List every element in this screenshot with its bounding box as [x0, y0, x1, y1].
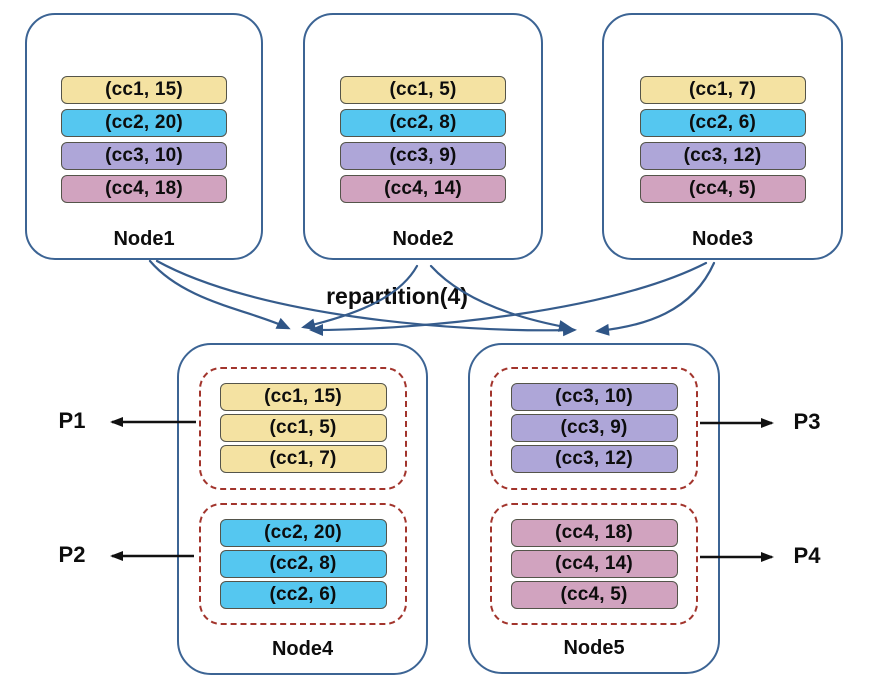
kv-pill: (cc2, 20) — [61, 109, 227, 137]
kv-pill: (cc4, 18) — [510, 519, 678, 547]
partition-label-p4: P4 — [793, 543, 821, 568]
partition-label-p1: P1 — [58, 408, 86, 433]
kv-pill: (cc2, 6) — [639, 109, 806, 137]
node-label: Node5 — [563, 637, 625, 659]
partition-label-p2: P2 — [58, 542, 86, 567]
node-box-node3: (cc1, 7) (cc2, 6) (cc3, 12) (cc4, 5) Nod… — [602, 13, 843, 260]
kv-pill: (cc2, 8) — [219, 550, 387, 578]
node-box-node4: (cc1, 15) (cc1, 5) (cc1, 7) (cc2, 20) (c… — [177, 343, 428, 675]
node-box-node1: (cc1, 15) (cc2, 20) (cc3, 10) (cc4, 18) … — [25, 13, 263, 260]
node-label: Node1 — [113, 228, 175, 250]
kv-pill: (cc3, 10) — [61, 142, 227, 170]
kv-pill: (cc4, 14) — [510, 550, 678, 578]
partition-group-p2: (cc2, 20) (cc2, 8) (cc2, 6) — [199, 503, 407, 625]
kv-pill: (cc2, 6) — [219, 581, 387, 609]
kv-pill: (cc4, 5) — [639, 175, 806, 203]
kv-pill: (cc3, 12) — [639, 142, 806, 170]
kv-pill: (cc2, 20) — [219, 519, 387, 547]
partition-group-p4: (cc4, 18) (cc4, 14) (cc4, 5) — [490, 503, 698, 625]
node-box-node2: (cc1, 5) (cc2, 8) (cc3, 9) (cc4, 14) Nod… — [303, 13, 543, 260]
kv-pill: (cc1, 7) — [639, 76, 806, 104]
arrow-node1-to-node4 — [148, 259, 291, 330]
node-label: Node4 — [271, 638, 334, 660]
partition-label-p3: P3 — [793, 409, 821, 434]
node3-rows: (cc1, 7) (cc2, 6) (cc3, 12) (cc4, 5) — [604, 76, 841, 203]
kv-pill: (cc3, 9) — [510, 414, 678, 442]
partition-group-p1: (cc1, 15) (cc1, 5) (cc1, 7) — [199, 367, 407, 490]
kv-pill: (cc1, 7) — [219, 445, 387, 473]
kv-pill: (cc3, 10) — [510, 383, 678, 411]
kv-pill: (cc1, 15) — [61, 76, 227, 104]
kv-pill: (cc4, 18) — [61, 175, 227, 203]
kv-pill: (cc3, 12) — [510, 445, 678, 473]
node-box-node5: (cc3, 10) (cc3, 9) (cc3, 12) (cc4, 18) (… — [468, 343, 720, 674]
arrow-node3-to-node5 — [595, 261, 716, 336]
kv-pill: (cc4, 5) — [510, 581, 678, 609]
node1-rows: (cc1, 15) (cc2, 20) (cc3, 10) (cc4, 18) — [27, 76, 261, 203]
operation-label: repartition(4) — [326, 283, 468, 309]
kv-pill: (cc2, 8) — [340, 109, 506, 137]
kv-pill: (cc1, 5) — [219, 414, 387, 442]
kv-pill: (cc3, 9) — [340, 142, 506, 170]
node2-rows: (cc1, 5) (cc2, 8) (cc3, 9) (cc4, 14) — [305, 76, 541, 203]
kv-pill: (cc1, 15) — [219, 383, 387, 411]
node-label: Node2 — [392, 228, 454, 250]
node-label: Node3 — [691, 228, 754, 250]
kv-pill: (cc4, 14) — [340, 175, 506, 203]
partition-group-p3: (cc3, 10) (cc3, 9) (cc3, 12) — [490, 367, 698, 490]
kv-pill: (cc1, 5) — [340, 76, 506, 104]
